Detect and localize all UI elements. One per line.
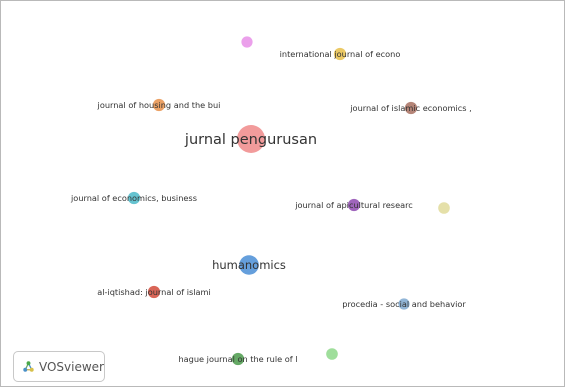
network-node-procedia-social-and-behavior[interactable] — [398, 298, 410, 310]
node-label-al-iqtishad-journal-of-islami[interactable]: al-iqtishad: journal of islami — [97, 287, 211, 297]
node-label-international-journal-of-econo[interactable]: international journal of econo — [280, 49, 401, 59]
vosviewer-logo-text: VOSviewer — [38, 359, 104, 374]
network-node-international-journal-of-econo[interactable] — [333, 47, 347, 61]
network-node-unlabeled[interactable] — [241, 36, 253, 48]
node-label-jurnal-pengurusan[interactable]: jurnal pengurusan — [184, 132, 317, 148]
network-node-unlabeled[interactable] — [438, 202, 450, 214]
network-node-journal-of-islamic-economics[interactable] — [404, 101, 418, 115]
network-node-jurnal-pengurusan[interactable] — [237, 125, 265, 153]
node-label-journal-of-housing-and-the-bui[interactable]: journal of housing and the bui — [97, 100, 221, 110]
network-node-unlabeled[interactable] — [326, 348, 338, 360]
node-label-journal-of-apicultural-researc[interactable]: journal of apicultural researc — [294, 200, 413, 210]
network-node-journal-of-economics-business[interactable] — [127, 191, 141, 205]
vosviewer-logo-icon — [23, 361, 34, 372]
network-node-journal-of-housing-and-the-bui[interactable] — [152, 98, 166, 112]
node-label-procedia-social-and-behavior[interactable]: procedia - social and behavior — [342, 299, 466, 309]
network-node-hague-journal-on-the-rule-of-l[interactable] — [231, 352, 245, 366]
network-node-al-iqtishad-journal-of-islami[interactable] — [147, 285, 161, 299]
network-node-humanomics[interactable] — [239, 255, 259, 275]
node-label-journal-of-islamic-economics[interactable]: journal of islamic economics , — [349, 103, 471, 113]
node-label-humanomics[interactable]: humanomics — [212, 258, 286, 272]
vosviewer-logo-button[interactable]: VOSviewer — [13, 351, 105, 382]
node-label-journal-of-economics-business[interactable]: journal of economics, business — [70, 193, 197, 203]
node-label-hague-journal-on-the-rule-of-l[interactable]: hague journal on the rule of l — [178, 354, 297, 364]
network-node-journal-of-apicultural-researc[interactable] — [347, 198, 361, 212]
